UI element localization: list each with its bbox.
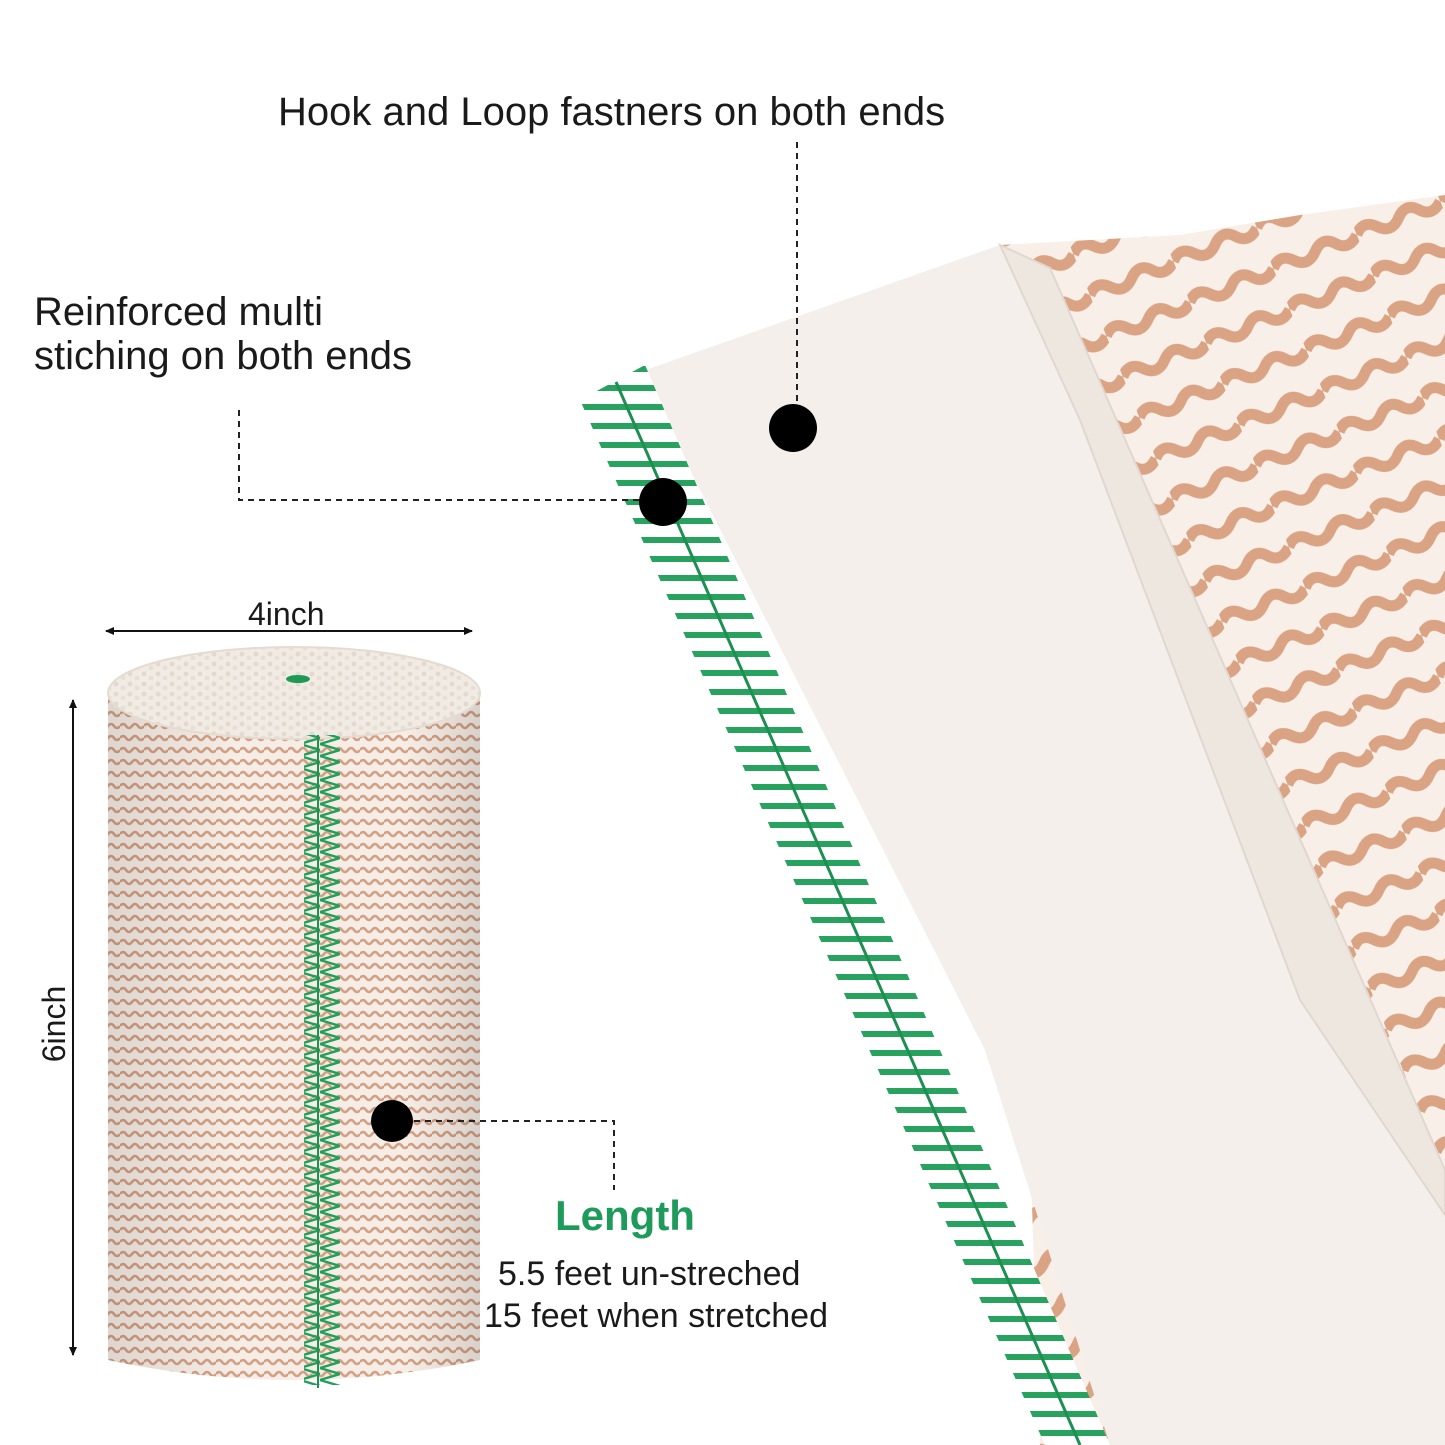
roll-center-thread <box>286 675 310 683</box>
length-stretched: 15 feet when stretched <box>484 1297 829 1335</box>
bandage-roll-shading <box>108 690 480 1380</box>
stitch-thread <box>614 381 1082 1445</box>
roll-seam-stitching <box>304 735 340 1385</box>
stitching-label-line1: Reinforced multi <box>34 290 324 334</box>
bandage-roll-top <box>107 646 481 740</box>
hook-loop-fastener-patch <box>640 245 1445 1445</box>
bandage-closeup <box>580 195 1445 1445</box>
height-label: 6inch <box>36 985 72 1063</box>
fastener-edge-band <box>997 242 1445 1217</box>
callout-stitching <box>238 410 687 526</box>
callout-hook-loop <box>769 142 817 452</box>
stitching-marker <box>639 478 687 526</box>
hook-loop-marker <box>769 404 817 452</box>
length-unstretched: 5.5 feet un-streched <box>498 1255 801 1293</box>
stitching-leader <box>238 410 640 501</box>
hook-loop-label: Hook and Loop fastners on both ends <box>278 90 946 134</box>
stitching-label: Reinforced multi stiching on both ends <box>34 290 412 378</box>
length-title: Length <box>555 1192 695 1239</box>
callout-length <box>371 1100 615 1190</box>
bandage-roll <box>107 646 481 1388</box>
length-marker <box>371 1100 413 1142</box>
stitching-label-line2: stiching on both ends <box>34 334 413 378</box>
width-label: 4inch <box>248 596 325 632</box>
length-leader <box>414 1120 615 1190</box>
